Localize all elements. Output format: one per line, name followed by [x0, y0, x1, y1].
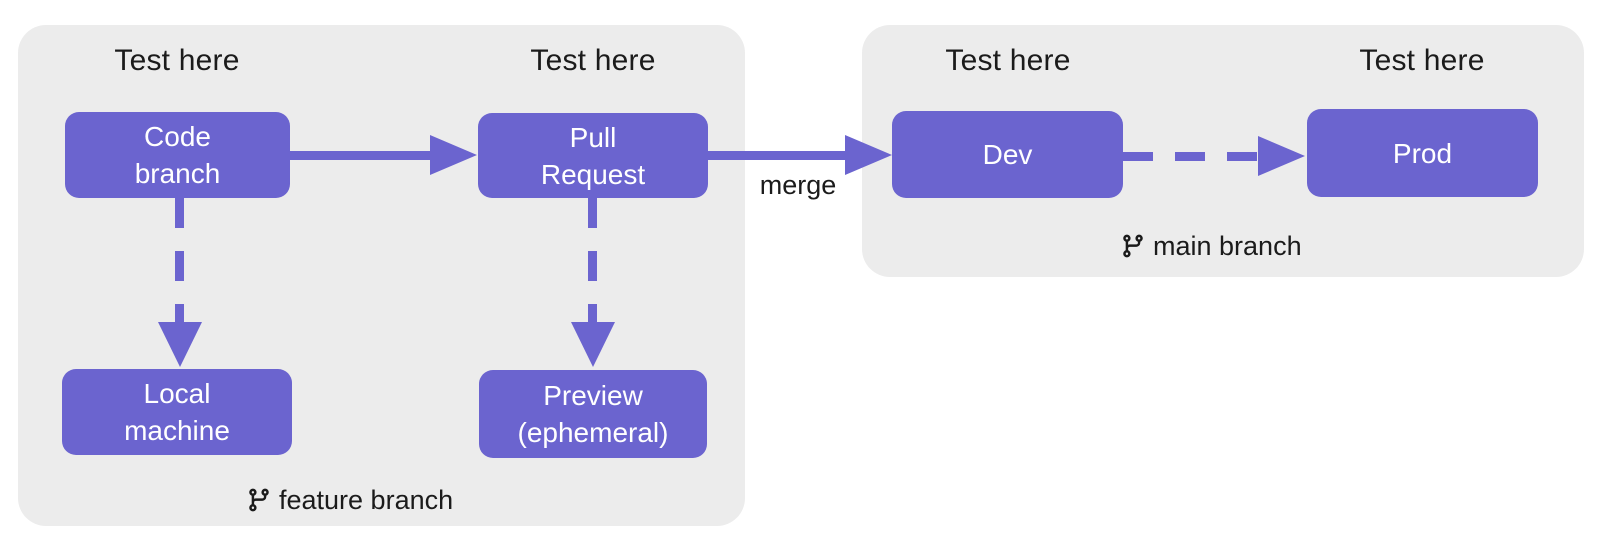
node-dev-line1: Dev — [982, 139, 1033, 170]
arrowhead-down-icon — [158, 322, 202, 367]
node-preview-ephemeral: Preview (ephemeral) — [479, 370, 707, 458]
arrowhead-right-icon — [845, 135, 892, 175]
node-local-machine: Local machine — [62, 369, 292, 455]
feature-branch-label: feature branch — [246, 480, 453, 520]
merge-edge-label: merge — [759, 170, 837, 200]
arrowhead-right-icon — [1258, 136, 1305, 176]
node-preview-line1: Preview — [543, 380, 643, 411]
node-dev: Dev — [892, 111, 1123, 198]
edge-pull-request-to-preview-dashed-line — [588, 198, 597, 323]
arrowhead-right-icon — [430, 135, 477, 175]
main-branch-label-text: main branch — [1153, 230, 1302, 261]
node-preview-line2: (ephemeral) — [517, 417, 669, 448]
node-code-branch-line1: Code — [144, 121, 211, 152]
node-local-machine-line2: machine — [124, 415, 230, 446]
edge-code-branch-to-pull-request-line — [290, 151, 431, 160]
node-local-machine-line1: Local — [143, 378, 211, 409]
node-pull-request-line1: Pull — [569, 121, 617, 153]
main-branch-label: main branch — [1120, 226, 1302, 266]
test-here-label-pull-request: Test here — [530, 44, 656, 77]
test-here-label-code-branch: Test here — [114, 44, 240, 77]
edge-code-branch-to-local-machine-dashed-line — [175, 198, 184, 323]
node-code-branch: Code branch — [65, 112, 290, 198]
edge-pull-request-to-dev-line — [708, 151, 846, 160]
node-pull-request: Pull Request — [478, 113, 708, 198]
arrowhead-down-icon — [571, 322, 615, 367]
edge-dev-to-prod-dashed-line — [1123, 152, 1259, 161]
git-branch-icon — [246, 487, 272, 513]
node-code-branch-line2: branch — [134, 158, 221, 189]
node-pull-request-line2: Request — [540, 158, 646, 190]
feature-branch-label-text: feature branch — [279, 484, 454, 515]
node-prod: Prod — [1307, 109, 1538, 197]
git-branch-icon — [1120, 233, 1146, 259]
node-prod-line1: Prod — [1392, 137, 1453, 169]
test-here-label-dev: Test here — [945, 44, 1071, 77]
test-here-label-prod: Test here — [1359, 44, 1485, 77]
